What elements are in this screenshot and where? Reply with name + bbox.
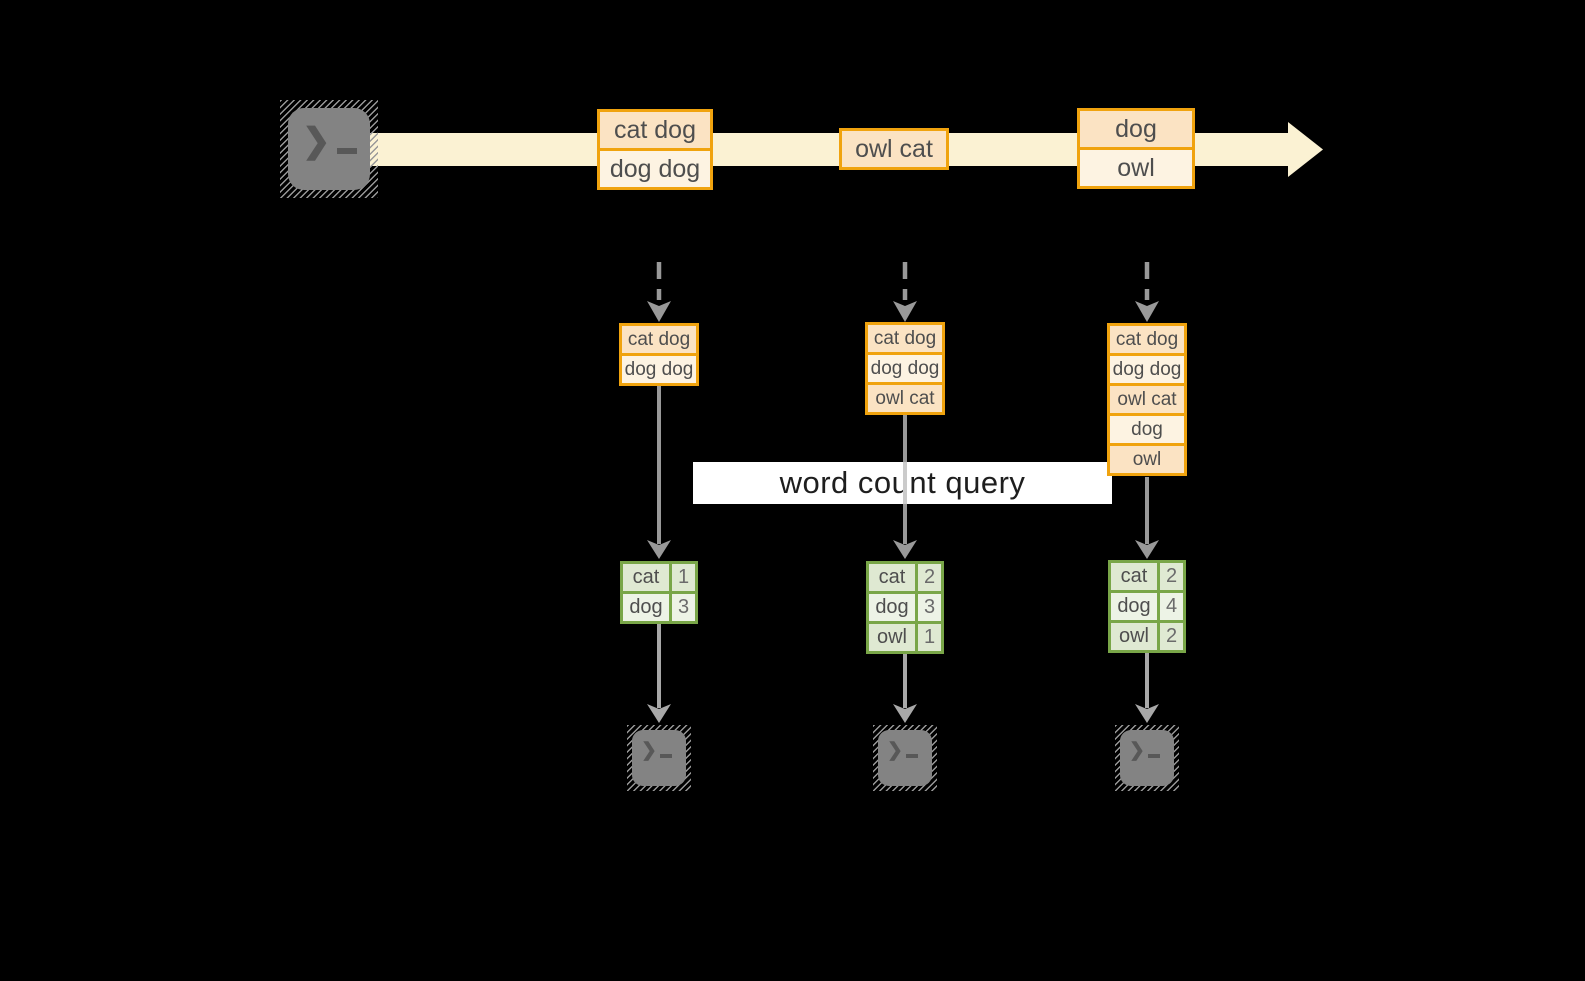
count-table-3: cat 2 dog 4 owl 2 (1108, 560, 1186, 653)
query-label: word count query (779, 465, 1026, 500)
count-cell: 4 (1160, 593, 1183, 620)
stack-row: cat dog (622, 326, 696, 356)
count-cell: 3 (672, 594, 695, 621)
word-cell: dog (1111, 593, 1160, 620)
connector-line-overlay (903, 462, 907, 504)
terminal-screen: ❯ (632, 730, 686, 786)
table-row: owl 2 (1111, 623, 1183, 650)
arrowhead-icon (893, 540, 917, 559)
stream-event-box-2: owl cat (839, 128, 949, 170)
stream-event-text: dog (1080, 111, 1192, 150)
stream-event-text: owl cat (842, 131, 946, 167)
table-row: dog 3 (623, 594, 695, 621)
table-row: cat 2 (1111, 563, 1183, 593)
input-stack-1: cat dog dog dog (619, 323, 699, 386)
arrowhead-icon (1135, 540, 1159, 559)
input-stack-2: cat dog dog dog owl cat (865, 322, 945, 415)
terminal-output-1-icon: ❯ (627, 725, 691, 791)
count-table-2: cat 2 dog 3 owl 1 (866, 561, 944, 654)
count-cell: 2 (918, 564, 941, 591)
terminal-screen: ❯ (878, 730, 932, 786)
word-cell: cat (869, 564, 918, 591)
arrowhead-icon (1135, 704, 1159, 723)
stream-event-box-1: cat dog dog dog (597, 109, 713, 190)
word-cell: cat (623, 564, 672, 591)
stack-row: dog dog (622, 356, 696, 383)
stack-row: owl cat (868, 385, 942, 412)
count-cell: 3 (918, 594, 941, 621)
word-cell: dog (869, 594, 918, 621)
terminal-underscore-icon (1147, 754, 1160, 758)
stream-event-box-3: dog owl (1077, 108, 1195, 189)
terminal-underscore-icon (659, 754, 672, 758)
dashed-arrowhead-icon (647, 301, 671, 322)
stream-event-text: cat dog (600, 112, 710, 151)
stack-row: owl cat (1110, 386, 1184, 416)
stream-event-text: owl (1080, 150, 1192, 186)
table-row: cat 2 (869, 564, 941, 594)
word-cell: cat (1111, 563, 1160, 590)
table-row: cat 1 (623, 564, 695, 594)
query-band: word count query (693, 462, 1112, 504)
dashed-arrowhead-icon (893, 301, 917, 322)
table-row: owl 1 (869, 624, 941, 651)
stack-row: dog (1110, 416, 1184, 446)
terminal-output-3-icon: ❯ (1115, 725, 1179, 791)
terminal-prompt-icon: ❯ (887, 740, 903, 761)
stream-arrowhead-icon (1288, 122, 1323, 177)
terminal-screen: ❯ (1120, 730, 1174, 786)
count-cell: 2 (1160, 563, 1183, 590)
terminal-screen: ❯ (288, 108, 370, 190)
terminal-source-icon: ❯ (280, 100, 378, 198)
stack-row: cat dog (868, 325, 942, 355)
stream-event-text: dog dog (600, 151, 710, 187)
table-row: dog 3 (869, 594, 941, 624)
terminal-prompt-icon: ❯ (641, 740, 657, 761)
word-cell: dog (623, 594, 672, 621)
input-stack-3: cat dog dog dog owl cat dog owl (1107, 323, 1187, 476)
dashed-arrowhead-icon (1135, 301, 1159, 322)
word-cell: owl (869, 624, 918, 651)
stack-row: owl (1110, 446, 1184, 473)
stack-row: cat dog (1110, 326, 1184, 356)
terminal-underscore-icon (905, 754, 918, 758)
stack-row: dog dog (1110, 356, 1184, 386)
terminal-output-2-icon: ❯ (873, 725, 937, 791)
arrowhead-icon (893, 704, 917, 723)
table-row: dog 4 (1111, 593, 1183, 623)
terminal-underscore-icon (336, 148, 357, 154)
terminal-prompt-icon: ❯ (302, 122, 331, 160)
arrowhead-icon (647, 704, 671, 723)
count-cell: 2 (1160, 623, 1183, 650)
stack-row: dog dog (868, 355, 942, 385)
count-cell: 1 (672, 564, 695, 591)
terminal-prompt-icon: ❯ (1129, 740, 1145, 761)
count-cell: 1 (918, 624, 941, 651)
count-table-1: cat 1 dog 3 (620, 561, 698, 624)
arrowhead-icon (647, 540, 671, 559)
word-cell: owl (1111, 623, 1160, 650)
